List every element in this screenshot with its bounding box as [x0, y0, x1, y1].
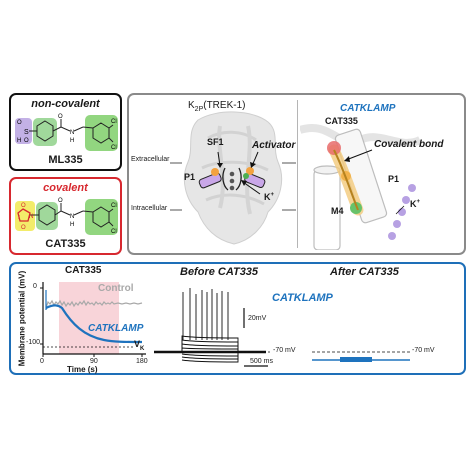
svg-text:Cl: Cl [111, 229, 117, 235]
cat335-structure: O N O O N H Cl Cl [15, 198, 118, 235]
catklamp-trace [45, 304, 143, 344]
after-title: After CAT335 [330, 266, 399, 278]
membrane-lines [170, 162, 296, 211]
structure-arrows [217, 151, 261, 195]
svg-text:O: O [21, 203, 26, 209]
timecourse-plot [40, 282, 146, 357]
ml335-s-atom: S [24, 129, 29, 136]
activator-label: Activator [252, 140, 296, 151]
middle-catklamp-label: CATKLAMP [272, 292, 333, 304]
ml335-label: ML335 [48, 154, 83, 166]
svg-text:O: O [24, 138, 29, 144]
covalent-title: covalent [43, 182, 88, 194]
svg-text:O: O [58, 114, 63, 120]
noncovalent-title: non-covalent [31, 98, 100, 110]
timecourse-ylabel: Membrane potential (mV) [17, 270, 27, 367]
structure-panel [127, 93, 466, 255]
kplus-label: K+ [264, 192, 275, 202]
ephys-panel [9, 262, 466, 375]
catklamp-zoom-view [300, 124, 422, 250]
svg-text:N: N [70, 130, 74, 136]
svg-text:H: H [70, 222, 74, 228]
p1-label: P1 [184, 172, 196, 182]
m4-label: M4 [331, 206, 344, 216]
pore-region [198, 167, 266, 191]
y-tick-0: 0 [33, 283, 37, 290]
k2p-title: K2P(TREK-1) [188, 100, 246, 113]
after-rest-label: -70 mV [412, 347, 435, 354]
noncovalent-panel: non-covalent S O O H O N H Cl Cl ML335 [9, 93, 122, 171]
svg-text:O: O [58, 198, 63, 204]
catklamp-trace-label: CATKLAMP [88, 323, 144, 334]
ml335-structure: S O O H O N H Cl Cl [15, 114, 118, 151]
control-trace [45, 299, 143, 309]
svg-text:O: O [17, 120, 22, 126]
structure-divider [297, 100, 298, 248]
covalent-panel: covalent O N O O N H Cl Cl CAT335 [9, 177, 122, 255]
svg-text:Cl: Cl [111, 145, 117, 151]
timecourse-title: CAT335 [65, 265, 102, 276]
p1-zoom-label: P1 [388, 174, 400, 184]
sf1-label: SF1 [207, 137, 224, 147]
x-tick-180: 180 [136, 358, 148, 365]
catklamp-zoom-title: CATKLAMP [340, 103, 396, 114]
svg-text:O: O [21, 225, 26, 231]
before-traces [154, 288, 270, 367]
before-rest-label: -70 mV [273, 347, 296, 354]
cat335-zoom-label: CAT335 [325, 116, 358, 126]
svg-text:Cl: Cl [111, 119, 117, 125]
intracellular-label: Intracellular [131, 205, 168, 212]
x-tick-90: 90 [90, 358, 98, 365]
kplus-zoom-label: K+ [410, 199, 421, 209]
vk-label: VK [134, 339, 145, 352]
scale-ms-label: 500 ms [250, 358, 273, 365]
timecourse-xlabel: Time (s) [67, 365, 98, 374]
after-trace-thick [340, 357, 372, 362]
covalent-bond-label: Covalent bond [374, 139, 444, 150]
cat335-label: CAT335 [45, 238, 86, 250]
x-tick-0: 0 [40, 358, 44, 365]
svg-text:Cl: Cl [111, 203, 117, 209]
before-title: Before CAT335 [180, 266, 259, 278]
svg-text:N: N [70, 214, 74, 220]
svg-text:N: N [29, 214, 33, 220]
extracellular-label: Extracellular [131, 156, 170, 163]
control-label: Control [98, 283, 134, 294]
scale-mv-label: 20mV [248, 315, 267, 322]
after-traces [312, 351, 410, 362]
svg-text:H: H [70, 138, 74, 144]
y-tick-minus100: -100 [26, 339, 41, 346]
svg-text:H: H [17, 138, 21, 144]
